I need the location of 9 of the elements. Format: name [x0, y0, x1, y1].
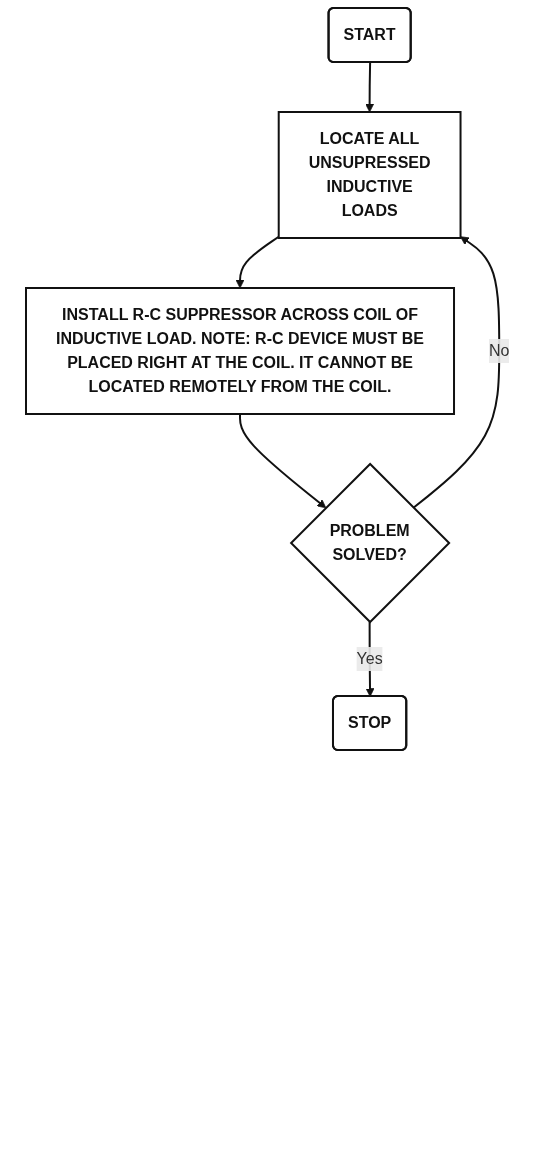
node-diamond: PROBLEM SOLVED?	[289, 462, 451, 624]
edge-label: No	[488, 342, 510, 359]
edge-label: Yes	[356, 650, 383, 667]
node-box: LOCATE ALL UNSUPRESSED INDUCTIVE LOADS	[277, 111, 462, 239]
node-box: INSTALL R-C SUPPRESSOR ACROSS COIL OF INDUCTIVE LOAD. NOTE: R-C DEVICE MUST BE PLACED RIGHT AT THE COIL. IT CANNOT BE LOCATED REMOTELY FROM THE COIL.	[24, 287, 455, 415]
arrow	[238, 413, 326, 509]
arrow	[235, 235, 280, 289]
arrow	[365, 61, 374, 113]
arrow	[412, 236, 500, 509]
